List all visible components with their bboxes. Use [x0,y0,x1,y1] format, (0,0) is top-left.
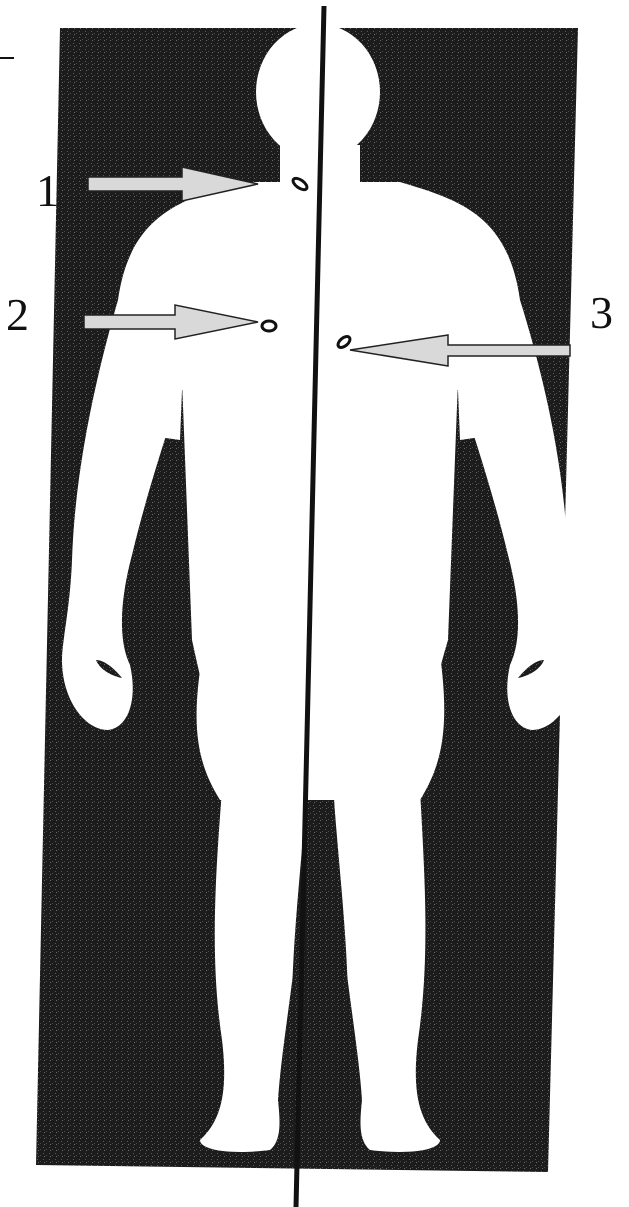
callout-number-2: 2 [6,292,29,338]
callout-number-1: 1 [36,168,59,214]
callout-number-3: 3 [590,290,613,336]
